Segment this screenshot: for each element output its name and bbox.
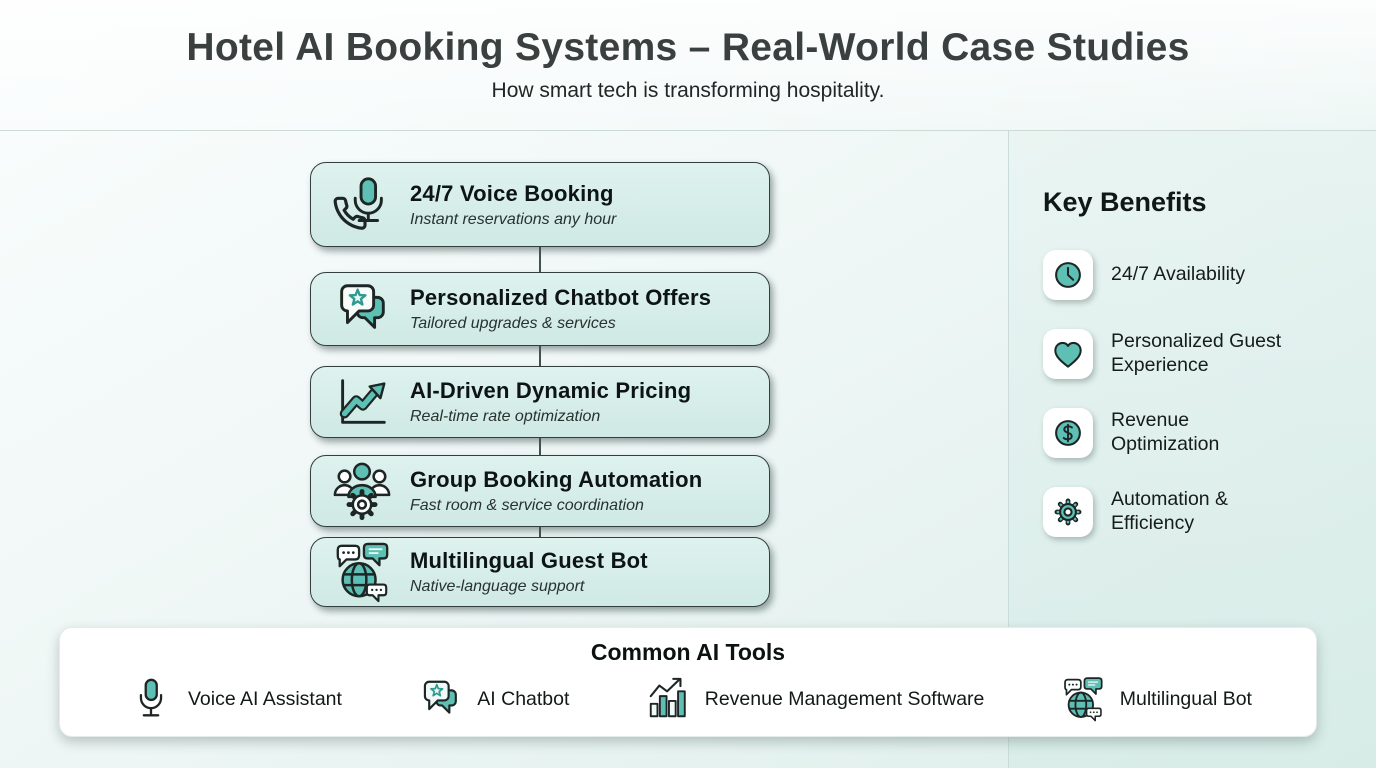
card-title: AI-Driven Dynamic Pricing xyxy=(410,378,692,403)
microphone-icon xyxy=(128,676,174,722)
tool-revenue-management: Revenue Management Software xyxy=(645,676,985,722)
tool-label: AI Chatbot xyxy=(477,687,570,710)
benefit-revenue: Revenue Optimization xyxy=(1043,408,1376,458)
card-title: Personalized Chatbot Offers xyxy=(410,285,712,310)
benefit-label: Automation & Efficiency xyxy=(1111,488,1229,534)
tool-voice-ai-assistant: Voice AI Assistant xyxy=(128,676,342,722)
tool-ai-chatbot: AI Chatbot xyxy=(417,676,569,722)
key-benefits-heading: Key Benefits xyxy=(1043,187,1207,217)
page-subtitle: How smart tech is transforming hospitali… xyxy=(491,79,885,102)
trend-up-icon xyxy=(331,371,393,433)
gear-icon xyxy=(1043,487,1093,537)
group-gear-icon xyxy=(331,460,393,522)
phone-mic-icon xyxy=(331,174,393,236)
tool-label: Voice AI Assistant xyxy=(188,687,342,710)
chat-star-icon xyxy=(331,278,393,340)
tool-label: Revenue Management Software xyxy=(704,687,985,710)
common-ai-tools-bar: Common AI Tools Voice AI Assistant xyxy=(59,627,1317,737)
page-title: Hotel AI Booking Systems – Real-World Ca… xyxy=(186,26,1190,69)
chat-star-icon xyxy=(417,676,463,722)
flow-card-dynamic-pricing: AI-Driven Dynamic Pricing Real-time rate… xyxy=(310,366,770,438)
benefit-label: Personalized Guest Experience xyxy=(1111,330,1282,376)
benefit-automation: Automation & Efficiency xyxy=(1043,487,1376,537)
flowchart: 24/7 Voice Booking Instant reservations … xyxy=(310,162,770,607)
card-title: 24/7 Voice Booking xyxy=(410,180,614,206)
card-subtitle: Native-language support xyxy=(410,578,585,595)
common-ai-tools-heading: Common AI Tools xyxy=(590,639,786,665)
bar-chart-arrow-icon xyxy=(645,676,691,722)
clock-icon xyxy=(1043,250,1093,300)
benefit-label: Revenue Optimization xyxy=(1111,409,1220,455)
card-title: Multilingual Guest Bot xyxy=(410,548,648,573)
flow-card-chatbot-offers: Personalized Chatbot Offers Tailored upg… xyxy=(310,272,770,346)
flow-connector xyxy=(539,438,541,455)
globe-chat-icon xyxy=(1060,676,1106,722)
tool-label: Multilingual Bot xyxy=(1119,687,1252,710)
benefit-availability: 24/7 Availability xyxy=(1043,250,1376,300)
flow-connector xyxy=(539,247,541,272)
tools-row: Voice AI Assistant AI Chatbot xyxy=(60,666,1316,722)
flow-card-group-booking: Group Booking Automation Fast room & ser… xyxy=(310,455,770,527)
card-subtitle: Instant reservations any hour xyxy=(410,210,617,228)
dollar-icon xyxy=(1043,408,1093,458)
tool-multilingual-bot: Multilingual Bot xyxy=(1060,676,1252,722)
globe-chat-icon xyxy=(331,541,393,603)
card-title: Group Booking Automation xyxy=(410,467,703,492)
card-subtitle: Fast room & service coordination xyxy=(410,497,644,514)
flow-connector xyxy=(539,346,541,366)
benefit-personalization: Personalized Guest Experience xyxy=(1043,329,1376,379)
header: Hotel AI Booking Systems – Real-World Ca… xyxy=(0,0,1376,131)
benefit-label: 24/7 Availability xyxy=(1111,263,1246,286)
flow-connector xyxy=(539,527,541,537)
card-subtitle: Real-time rate optimization xyxy=(410,408,601,425)
heart-icon xyxy=(1043,329,1093,379)
flow-card-voice-booking: 24/7 Voice Booking Instant reservations … xyxy=(310,162,770,247)
flow-card-multilingual-bot: Multilingual Guest Bot Native-language s… xyxy=(310,537,770,607)
card-subtitle: Tailored upgrades & services xyxy=(410,315,616,332)
